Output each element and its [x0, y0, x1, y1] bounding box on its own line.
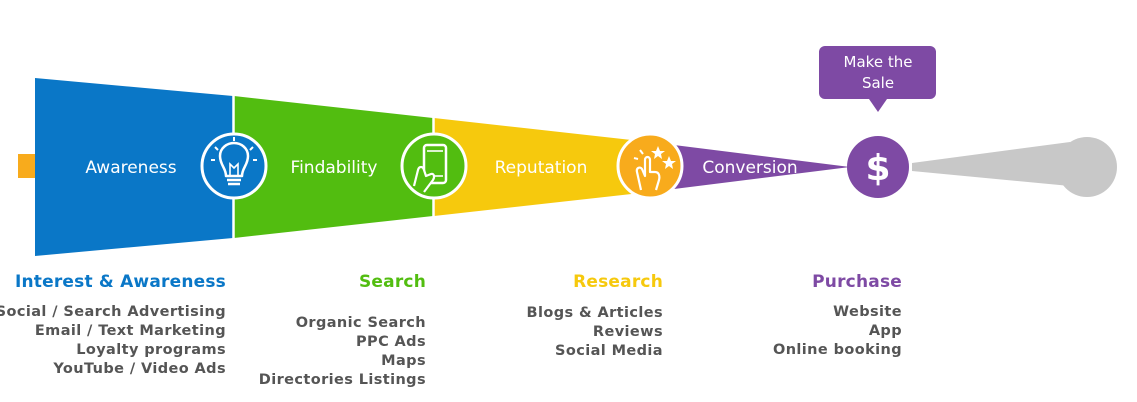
- rating-stars-icon: [616, 132, 684, 200]
- column-search: Search Organic Search PPC Ads Maps Direc…: [259, 272, 426, 390]
- lightbulb-icon: [200, 132, 268, 200]
- funnel-segment-conversion: [650, 142, 850, 192]
- list-item: Social Media: [555, 343, 663, 359]
- funnel-segment-awareness: [35, 78, 233, 256]
- stage-label-findability: Findability: [291, 158, 378, 178]
- column-heading: Search: [358, 272, 426, 292]
- column-heading: Purchase: [812, 272, 902, 292]
- column-heading: Research: [573, 272, 663, 292]
- dollar-icon: $: [847, 136, 909, 198]
- list-item: Directories Listings: [258, 372, 426, 388]
- smartphone-icon: [400, 132, 468, 200]
- list-item: Website: [833, 304, 902, 320]
- make-the-sale-callout: Make the Sale: [819, 46, 936, 112]
- list-item: Maps: [381, 353, 426, 369]
- column-heading: Interest & Awareness: [14, 272, 226, 292]
- stage-label-awareness: Awareness: [85, 158, 176, 178]
- funnel-segment-findability: [234, 96, 433, 238]
- list-item: Organic Search: [295, 315, 426, 331]
- column-research: Research Blogs & Articles Reviews Social…: [527, 272, 663, 361]
- svg-text:$: $: [865, 148, 890, 189]
- list-item: Online booking: [772, 342, 902, 358]
- list-item: Email / Text Marketing: [34, 323, 226, 339]
- list-item: Reviews: [592, 324, 663, 340]
- funnel-graphic: Awareness Findability Reputation Convers…: [18, 46, 1117, 256]
- list-item: YouTube / Video Ads: [53, 361, 226, 377]
- list-item: PPC Ads: [356, 334, 426, 350]
- callout-line-1: Make the: [844, 53, 913, 71]
- list-item: Loyalty programs: [76, 342, 226, 358]
- stage-label-reputation: Reputation: [495, 158, 588, 178]
- list-item: Blogs & Articles: [526, 305, 663, 321]
- funnel-tail: [912, 142, 1070, 186]
- column-purchase: Purchase Website App Online booking: [773, 272, 902, 360]
- column-interest-awareness: Interest & Awareness Social / Search Adv…: [0, 272, 226, 379]
- funnel-segment-reputation: [434, 118, 650, 216]
- list-item: Social / Search Advertising: [0, 304, 226, 320]
- stage-label-conversion: Conversion: [702, 158, 797, 178]
- end-circle-icon: [1057, 137, 1117, 197]
- callout-line-2: Sale: [862, 74, 894, 92]
- list-item: App: [868, 323, 902, 339]
